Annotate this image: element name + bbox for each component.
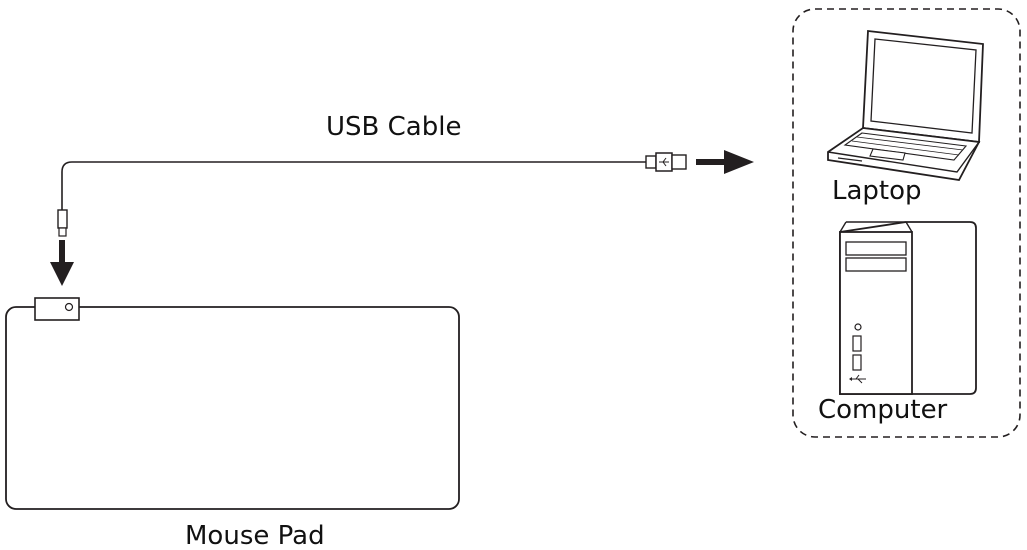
computer-label: Computer — [818, 395, 948, 425]
arrow-down-icon — [50, 240, 74, 286]
cable-plug-mousepad — [57, 209, 68, 237]
mouse-pad-label: Mouse Pad — [185, 521, 325, 550]
laptop-label: Laptop — [832, 176, 922, 206]
mouse-pad-led-icon — [64, 302, 74, 312]
arrow-right-icon — [696, 150, 754, 174]
devices-group — [792, 8, 1021, 438]
laptop-icon — [827, 29, 984, 181]
usb-a-plug — [645, 152, 687, 172]
computer-tower-icon — [839, 221, 977, 395]
usb-cable — [61, 161, 646, 212]
mouse-pad — [5, 297, 460, 510]
usb-cable-label: USB Cable — [326, 112, 461, 142]
